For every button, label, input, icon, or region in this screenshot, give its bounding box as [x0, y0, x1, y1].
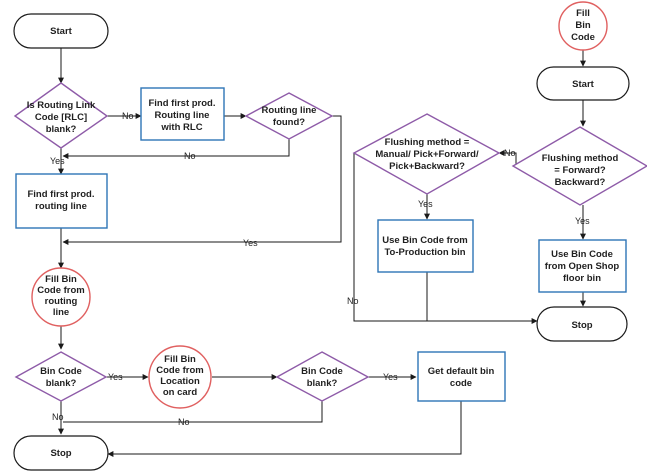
- fill-routing-line1: Fill Bin: [45, 274, 77, 285]
- use-open-shop-line2: from Open Shop: [545, 261, 620, 272]
- decision-manual-line2: Manual/ Pick+Forward/: [375, 149, 479, 160]
- node-find-prod-rlc: Find first prod. Routing line with RLC: [140, 87, 225, 141]
- use-to-production-line1: Use Bin Code from: [382, 235, 468, 246]
- fill-location-line1: Fill Bin: [164, 354, 196, 365]
- connectors-left: [58, 48, 462, 457]
- fill-bin-code-line2: Bin: [575, 20, 591, 31]
- node-start-left: Start: [13, 13, 109, 49]
- node-decision-manual: Flushing method = Manual/ Pick+Forward/ …: [352, 113, 501, 195]
- label-no-blank2: No: [178, 417, 190, 427]
- decision-found-line2: found?: [273, 117, 305, 128]
- decision-rlc-line2: Code [RLC]: [35, 112, 87, 123]
- bin-blank-1-line2: blank?: [46, 378, 77, 389]
- label-no-forward: No: [504, 148, 516, 158]
- edge-forward-no: [498, 150, 517, 166]
- start-right-label: Start: [572, 79, 594, 90]
- node-find-first-routing: Find first prod. routing line: [15, 173, 108, 229]
- fill-routing-line3: routing: [45, 296, 78, 307]
- find-first-routing-line2: routing line: [35, 201, 87, 212]
- use-open-shop-line3: floor bin: [563, 273, 601, 284]
- edge-blank2-no: [63, 401, 323, 423]
- use-to-production-line2: To-Production bin: [384, 247, 465, 258]
- bin-blank-1-line1: Bin Code: [40, 366, 82, 377]
- label-yes-blank2: Yes: [383, 372, 398, 382]
- find-prod-rlc-line3: with RLC: [160, 122, 202, 133]
- stop-left-label: Stop: [50, 448, 71, 459]
- label-yes-forward: Yes: [575, 216, 590, 226]
- fill-routing-line4: line: [53, 307, 69, 318]
- label-no-blank1: No: [52, 412, 64, 422]
- label-yes-blank1: Yes: [108, 372, 123, 382]
- label-no-rlc: No: [122, 111, 134, 121]
- decision-manual-line3: Pick+Backward?: [389, 161, 465, 172]
- find-prod-rlc-line2: Routing line: [155, 110, 210, 121]
- edge-default-to-stop: [107, 401, 462, 457]
- node-decision-forward: Flushing method = Forward? Backward?: [511, 126, 647, 206]
- bin-blank-2-line1: Bin Code: [301, 366, 343, 377]
- decision-manual-line1: Flushing method =: [385, 137, 470, 148]
- stop-right-label: Stop: [571, 320, 592, 331]
- label-yes-found: Yes: [243, 238, 258, 248]
- node-bin-blank-1: Bin Code blank?: [14, 351, 108, 402]
- find-prod-rlc-line1: Find first prod.: [148, 98, 215, 109]
- node-fill-from-location: Fill Bin Code from Location on card: [148, 345, 212, 409]
- find-first-routing-line1: Find first prod.: [27, 189, 94, 200]
- node-use-to-production: Use Bin Code from To-Production bin: [377, 219, 474, 273]
- decision-found-line1: Routing line: [262, 105, 317, 116]
- decision-forward-line2: = Forward?: [554, 165, 606, 176]
- edge-found-yes: [62, 115, 342, 245]
- decision-rlc-line3: blank?: [46, 124, 77, 135]
- connectors-right: [353, 50, 586, 324]
- label-no-manual: No: [347, 296, 359, 306]
- node-fill-from-routing: Fill Bin Code from routing line: [31, 267, 91, 327]
- node-decision-found: Routing line found?: [244, 92, 334, 140]
- edge-manual-no: [353, 153, 538, 324]
- fill-bin-code-line3: Code: [571, 32, 595, 43]
- decision-rlc-line1: Is Routing Link: [27, 100, 96, 111]
- edge-labels: No No Yes Yes Yes Yes No No No Yes Yes N…: [50, 111, 590, 427]
- start-left-label: Start: [50, 26, 72, 37]
- use-open-shop-line1: Use Bin Code: [551, 249, 613, 260]
- label-yes-manual: Yes: [418, 199, 433, 209]
- label-no-found: No: [184, 151, 196, 161]
- fill-bin-code-line1: Fill: [576, 8, 590, 19]
- label-yes-rlc: Yes: [50, 156, 65, 166]
- node-stop-left: Stop: [13, 435, 109, 471]
- decision-forward-line1: Flushing method: [542, 153, 619, 164]
- fill-routing-line2: Code from: [37, 285, 85, 296]
- bin-blank-2-line2: blank?: [307, 378, 338, 389]
- fill-location-line2: Code from: [156, 365, 204, 376]
- get-default-line2: code: [450, 378, 472, 389]
- node-stop-right: Stop: [536, 306, 628, 342]
- node-decision-rlc: Is Routing Link Code [RLC] blank?: [13, 82, 109, 149]
- decision-forward-line3: Backward?: [555, 177, 606, 188]
- node-fill-bin-code: Fill Bin Code: [558, 1, 608, 51]
- node-bin-blank-2: Bin Code blank?: [275, 351, 370, 402]
- fill-location-line4: on card: [163, 387, 198, 398]
- edge-found-no: [62, 139, 290, 159]
- node-use-open-shop: Use Bin Code from Open Shop floor bin: [538, 239, 627, 293]
- fill-location-line3: Location: [160, 376, 200, 387]
- node-start-right: Start: [536, 66, 630, 101]
- node-get-default: Get default bin code: [417, 351, 506, 402]
- get-default-line1: Get default bin: [428, 366, 495, 377]
